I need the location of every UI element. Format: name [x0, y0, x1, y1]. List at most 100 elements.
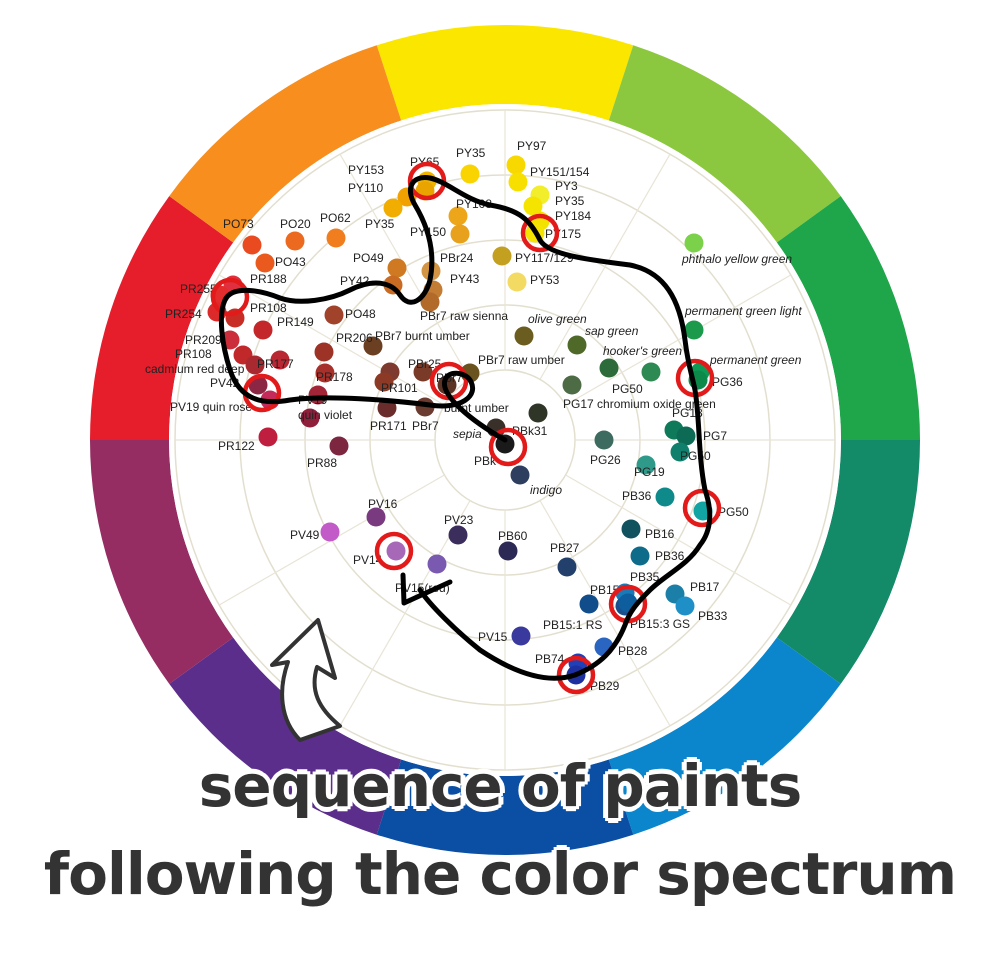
sequence-path — [218, 175, 713, 681]
paint-label: PB33 — [698, 609, 728, 623]
paint-swatch — [523, 196, 543, 216]
paint-swatch — [567, 335, 587, 355]
paint-swatch — [366, 507, 386, 527]
paint-label: PBr7 raw umber — [478, 353, 565, 367]
paint-swatch — [448, 206, 468, 226]
paint-swatch — [363, 336, 383, 356]
paint-label: PB28 — [618, 644, 648, 658]
paint-label: PR255 — [180, 282, 217, 296]
sequence-arrowhead — [400, 572, 453, 606]
paint-label: PV23 — [444, 513, 474, 527]
paint-label: PY110 — [348, 181, 383, 195]
paint-swatch — [285, 231, 305, 251]
paint-swatch — [641, 362, 661, 382]
paint-label: PR254 — [165, 307, 202, 321]
paint-label: PO73 — [223, 217, 254, 231]
paint-label: PV15 — [478, 630, 508, 644]
paint-label: PR188 — [250, 272, 287, 286]
caption-line-2: following the color spectrum — [43, 840, 957, 908]
paint-label: PG7 — [703, 429, 727, 443]
paint-swatch — [636, 455, 656, 475]
paint-label: PY153 — [348, 163, 384, 177]
paint-label: PBr25 — [408, 357, 442, 371]
paint-swatch — [675, 596, 695, 616]
paint-label: PY151/154 — [530, 165, 590, 179]
paint-label: PO43 — [275, 255, 306, 269]
spectrum-segment — [169, 637, 402, 835]
paint-label: PB15:3 GS — [630, 617, 690, 631]
paint-label: PBr24 — [440, 251, 474, 265]
paint-swatch — [684, 320, 704, 340]
paint-swatch — [630, 546, 650, 566]
paint-label: PB29 — [590, 679, 620, 693]
paint-label: PB35 — [630, 570, 660, 584]
paint-label: PY97 — [517, 139, 547, 153]
paint-label: PO20 — [280, 217, 311, 231]
paint-swatch — [492, 246, 512, 266]
paint-label: PY175 — [545, 227, 581, 241]
paint-swatch — [245, 355, 265, 375]
paint-swatch — [326, 228, 346, 248]
paint-swatch — [507, 272, 527, 292]
paint-swatch — [506, 155, 526, 175]
paint-label: PG17 chromium oxide green — [563, 397, 716, 411]
spectrum-segment — [776, 196, 920, 440]
paint-label: phthalo yellow green — [681, 252, 792, 266]
paint-swatch — [508, 172, 528, 192]
paint-swatch — [427, 554, 447, 574]
paint-label: PG19 — [634, 465, 665, 479]
paint-label: PR178 — [316, 370, 353, 384]
paint-label: PV49 — [290, 528, 320, 542]
paint-swatch — [329, 436, 349, 456]
paint-swatch — [510, 465, 530, 485]
paint-label: PB74 — [535, 652, 565, 666]
spectrum-segment — [608, 45, 841, 243]
paint-label: PR177 — [257, 357, 294, 371]
paint-label: PY35 — [555, 194, 585, 208]
paint-swatch — [420, 292, 440, 312]
paint-swatch — [258, 427, 278, 447]
paint-swatch — [676, 426, 696, 446]
paint-label: PB17 — [690, 580, 720, 594]
paint-label: PV14 — [353, 553, 383, 567]
paint-swatch — [386, 541, 406, 561]
paint-label: indigo — [530, 483, 562, 497]
paint-label: PY53 — [530, 273, 560, 287]
paint-label: PG50 — [718, 505, 749, 519]
spectrum-segment — [90, 196, 234, 440]
paint-label: PY35 — [456, 146, 486, 160]
grid-spoke — [565, 474, 792, 606]
grid-spoke — [218, 274, 445, 406]
paint-swatch — [314, 342, 334, 362]
paint-label: PV15(red) — [395, 581, 450, 595]
paint-label: PR171 — [370, 419, 407, 433]
paint-label: PG36 — [712, 375, 743, 389]
paint-swatch — [579, 594, 599, 614]
paint-swatch — [413, 362, 433, 382]
paint-swatch — [270, 350, 290, 370]
paint-label: permanent green light — [684, 304, 802, 318]
paint-label: PBr7 — [412, 419, 439, 433]
spectrum-segment — [169, 45, 402, 243]
paint-label: sap green — [585, 324, 639, 338]
grid-spoke — [539, 500, 671, 727]
highlight-ring — [210, 277, 250, 317]
paint-swatch — [320, 522, 340, 542]
paint-swatch — [498, 541, 518, 561]
paint-swatch — [255, 253, 275, 273]
spectrum-segment — [90, 440, 234, 684]
paint-swatch — [300, 408, 320, 428]
paint-swatch — [450, 224, 470, 244]
paint-label: PR122 — [218, 439, 255, 453]
paint-label: PB15:1 RS — [543, 618, 602, 632]
paint-label: quin violet — [298, 408, 353, 422]
spectrum-segment — [376, 759, 634, 855]
paint-swatch — [315, 363, 335, 383]
paint-swatch — [599, 358, 619, 378]
paint-label: PB27 — [550, 541, 580, 555]
spectrum-ring — [90, 25, 920, 855]
spectrum-segment — [376, 25, 634, 121]
paint-swatch — [253, 320, 273, 340]
